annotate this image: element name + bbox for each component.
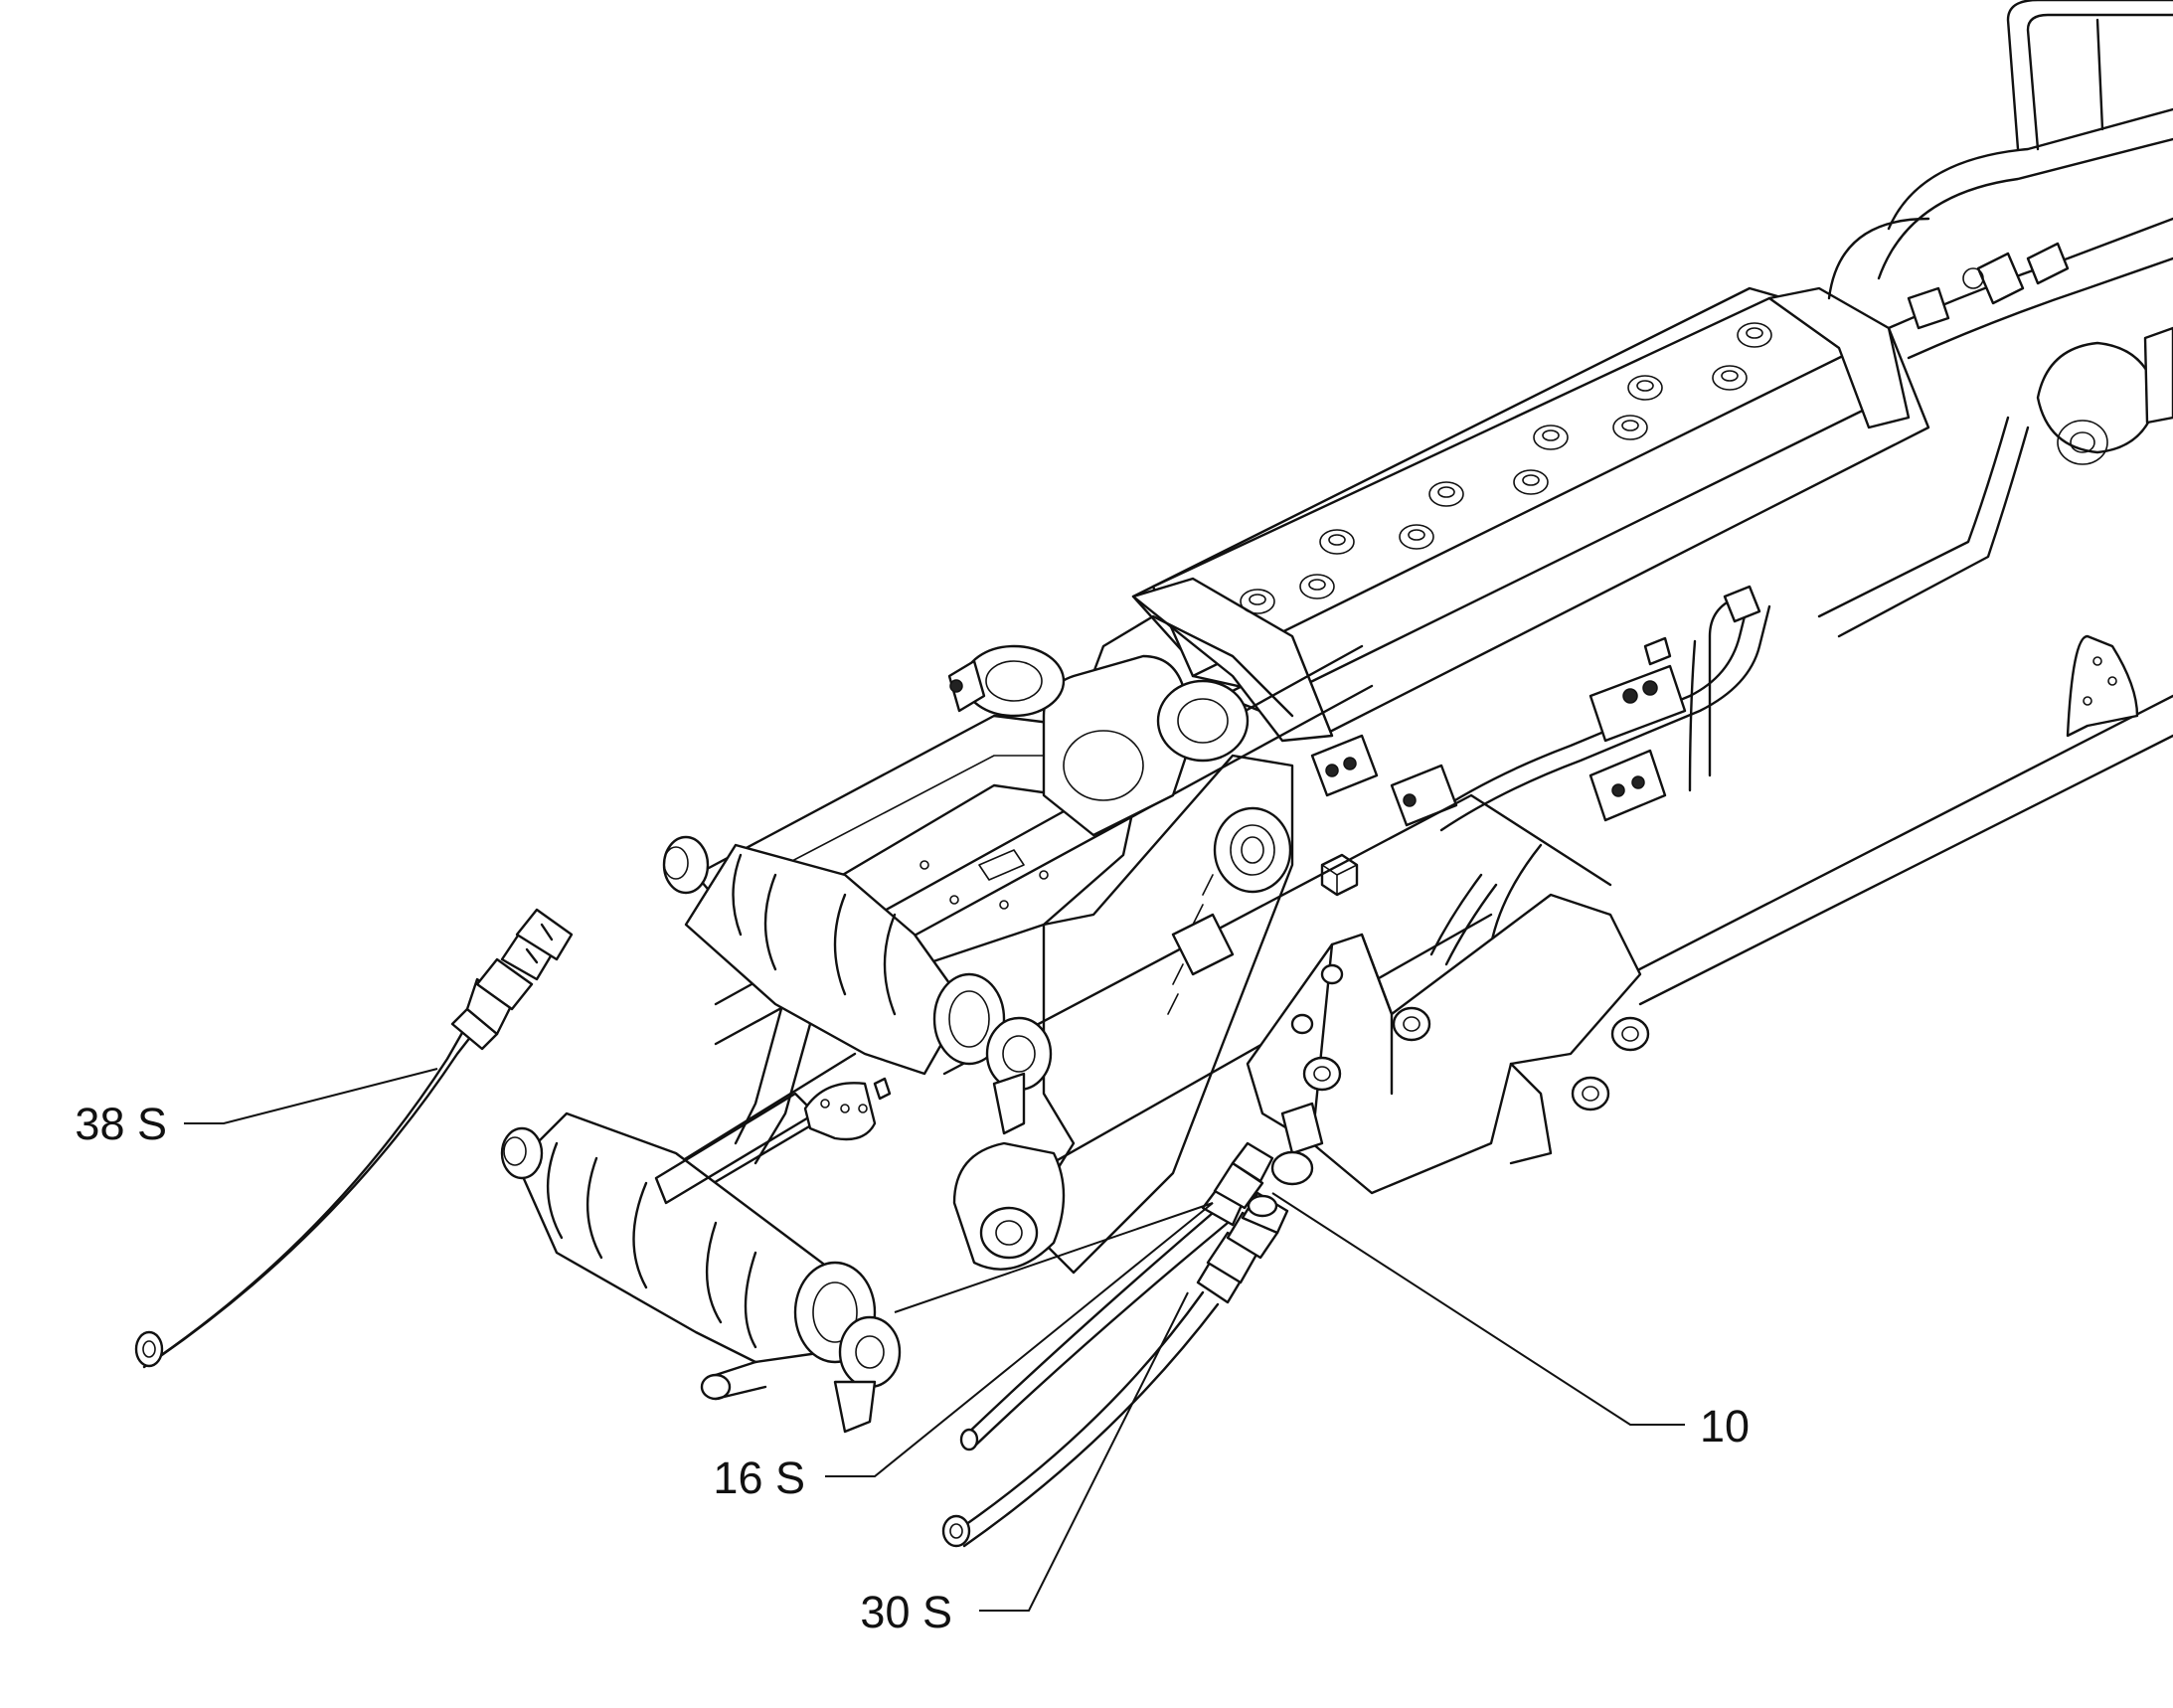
callout-labels: 38 S 16 S 30 S 10 bbox=[75, 1099, 1750, 1637]
hose-30s bbox=[941, 1191, 1289, 1548]
callout-30s: 30 S bbox=[860, 1587, 952, 1637]
pad-plate bbox=[803, 1077, 892, 1141]
leader-10 bbox=[1271, 1192, 1685, 1426]
boom-bolts bbox=[1240, 322, 1772, 614]
center-clevis bbox=[947, 644, 1292, 1271]
cylinder-mount-block bbox=[1246, 893, 1650, 1195]
hose-16s bbox=[959, 1141, 1274, 1452]
middle-hoses bbox=[1310, 585, 1771, 966]
leader-lines bbox=[184, 1068, 1685, 1612]
lower-roller bbox=[500, 1092, 902, 1434]
callout-16s: 16 S bbox=[713, 1452, 805, 1503]
callout-38s: 38 S bbox=[75, 1099, 167, 1149]
leader-30s bbox=[979, 1291, 1189, 1612]
upper-roller bbox=[662, 835, 1053, 1135]
triangular-plate bbox=[2066, 634, 2139, 738]
leader-38s bbox=[184, 1068, 438, 1124]
hose-38s bbox=[134, 908, 574, 1369]
upper-right-structure bbox=[1817, 0, 2173, 638]
callout-10: 10 bbox=[1700, 1401, 1750, 1452]
leader-16s bbox=[825, 1202, 1214, 1477]
